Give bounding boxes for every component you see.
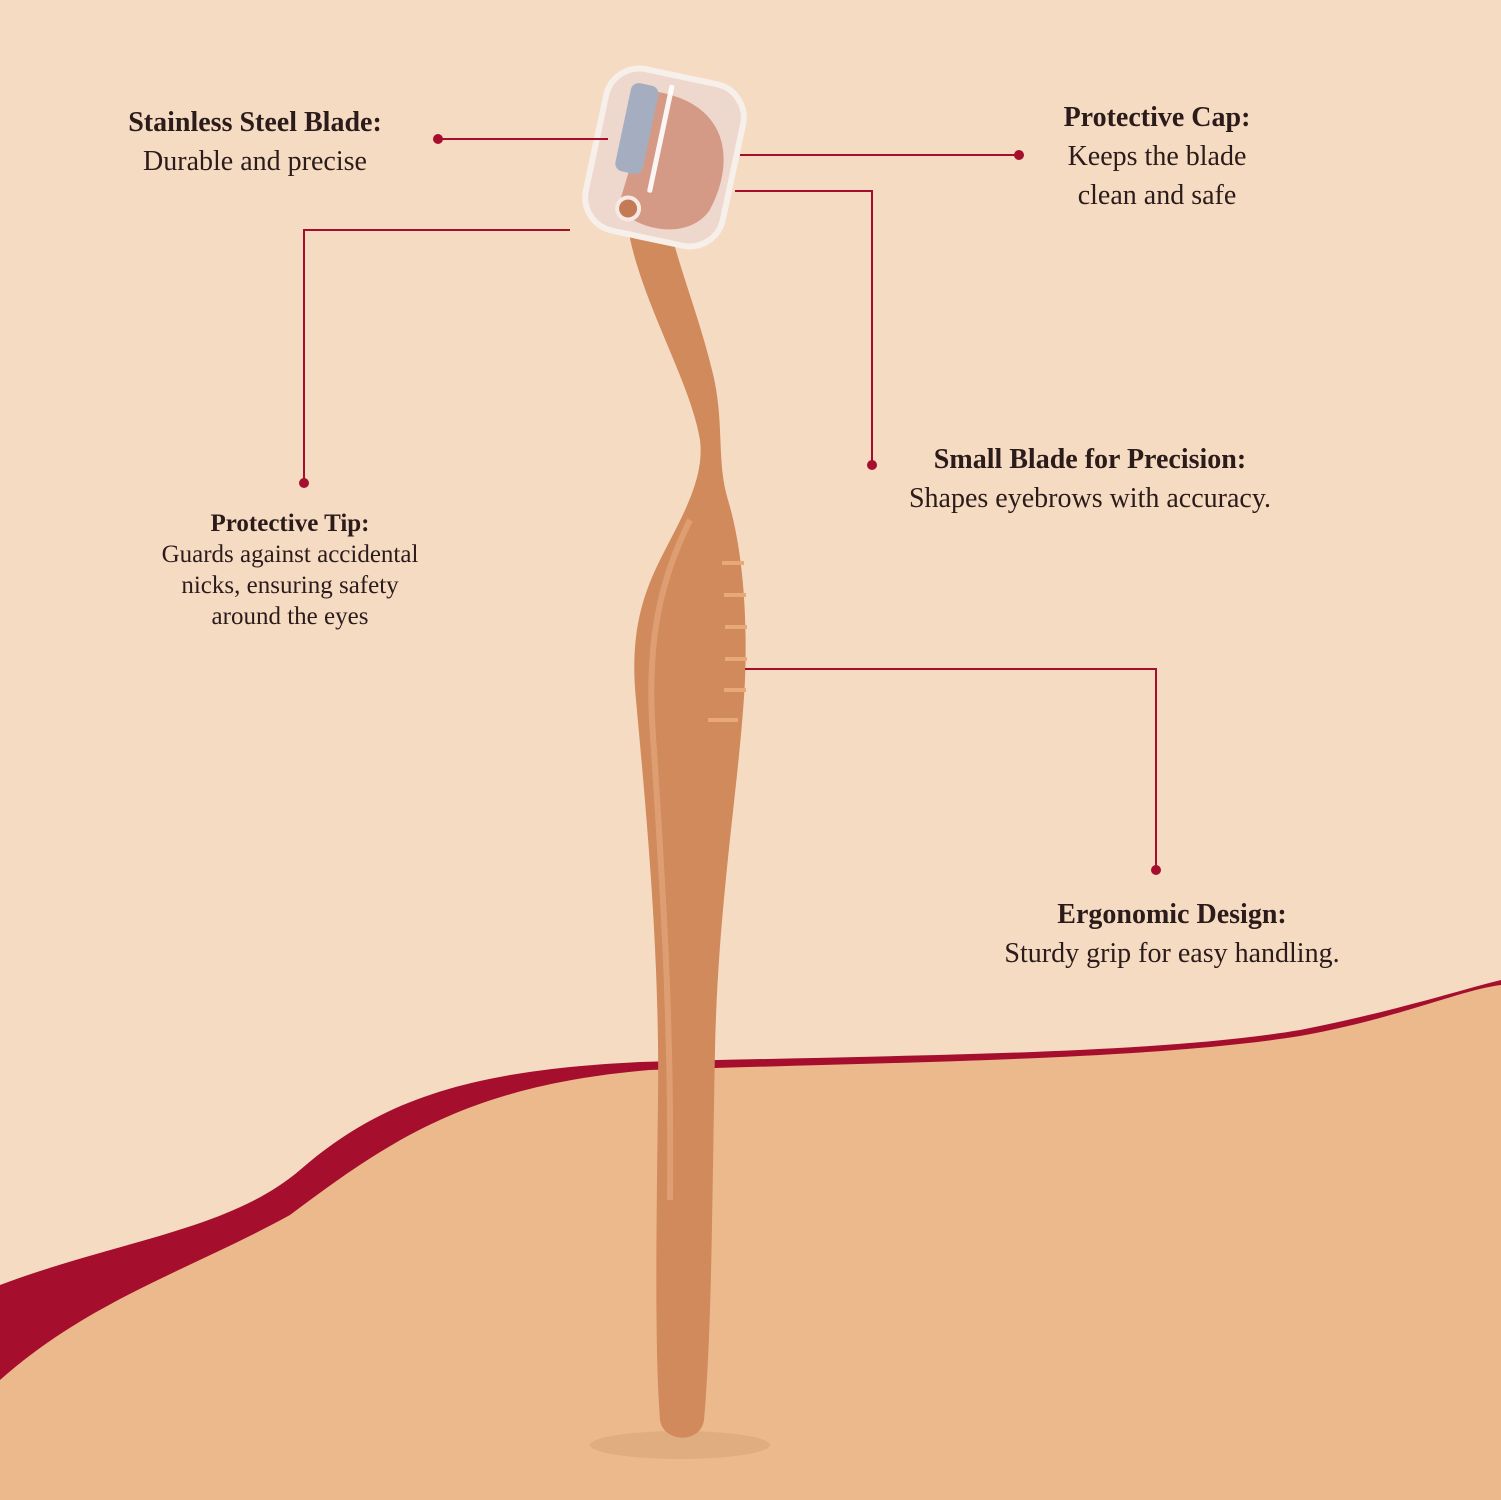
callout-dots [299, 134, 1161, 875]
callout-title: Protective Cap: [1063, 102, 1251, 133]
callout-ergonomic-design: Ergonomic Design: Sturdy grip for easy h… [950, 895, 1394, 973]
razor-head [582, 65, 747, 250]
callout-title: Protective Tip: [210, 510, 370, 537]
razor-shadow [590, 1431, 770, 1459]
callout-text: Guards against accidental [161, 541, 419, 568]
grip-ridges [708, 561, 747, 722]
callout-text: Sturdy grip for easy handling. [1004, 938, 1340, 969]
callout-protective-tip: Protective Tip: Guards against accidenta… [120, 508, 460, 632]
callout-title: Small Blade for Precision: [933, 444, 1247, 475]
callout-title: Stainless Steel Blade: [128, 107, 382, 138]
tan-wave [0, 985, 1501, 1500]
callout-text: clean and safe [1077, 180, 1237, 211]
razor-handle [628, 228, 746, 1438]
callout-text: nicks, ensuring safety [181, 572, 399, 599]
callout-stainless-steel-blade: Stainless Steel Blade: Durable and preci… [100, 103, 410, 181]
callout-text: Durable and precise [143, 146, 367, 177]
callout-protective-cap: Protective Cap: Keeps the blade clean an… [1007, 98, 1307, 215]
callout-text: Keeps the blade [1067, 141, 1247, 172]
callout-text: around the eyes [211, 603, 369, 630]
callout-small-blade: Small Blade for Precision: Shapes eyebro… [860, 440, 1320, 518]
callout-title: Ergonomic Design: [1057, 899, 1287, 930]
callout-text: Shapes eyebrows with accuracy. [908, 483, 1272, 514]
razor-highlight [648, 518, 693, 1201]
callout-lines [303, 138, 1157, 870]
